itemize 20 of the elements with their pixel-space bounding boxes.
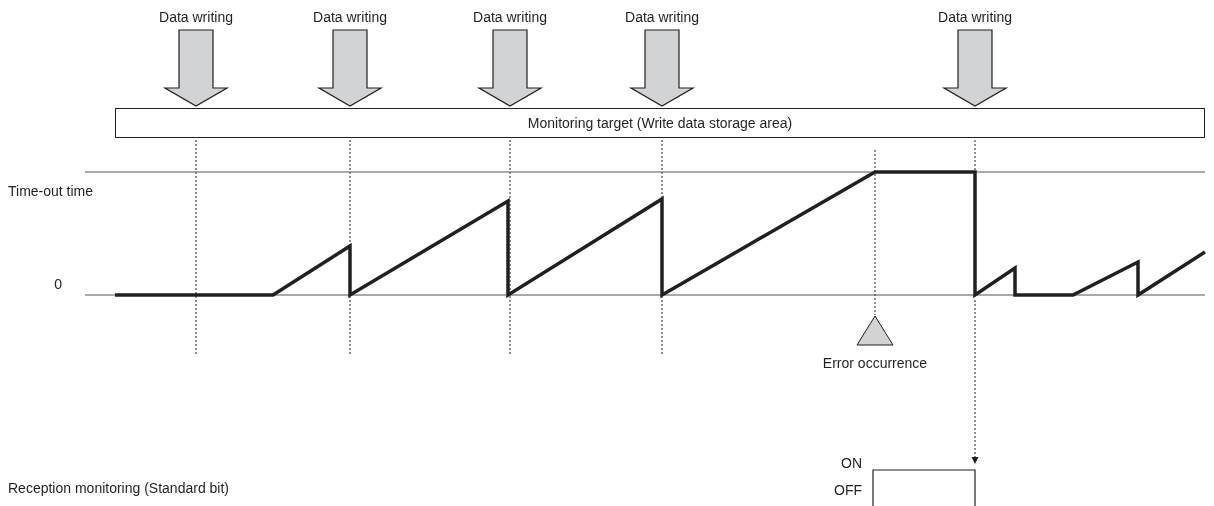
state-label: ON	[841, 455, 862, 471]
axis-label: Time-out time	[8, 183, 94, 199]
event-label: Data writing	[313, 9, 387, 25]
signal-name: Reception monitoring (Standard bit)	[8, 480, 229, 496]
block-arrow	[316, 29, 384, 107]
event-label: Data writing	[938, 9, 1012, 25]
arrow	[971, 299, 979, 465]
event-label: Data writing	[473, 9, 547, 25]
signal-pulse	[872, 469, 976, 506]
block-arrow	[162, 29, 230, 107]
event-label: Error occurrence	[822, 355, 928, 371]
axis-value: 0	[54, 276, 62, 292]
block-arrow	[476, 29, 544, 107]
state-label: OFF	[834, 482, 862, 498]
block-arrow	[941, 29, 1009, 107]
event-label: Data writing	[159, 9, 233, 25]
event-label: Data writing	[625, 9, 699, 25]
bar-label: Monitoring target (Write data storage area)	[527, 115, 793, 131]
block-arrow	[628, 29, 696, 107]
storage-area-bar	[115, 108, 1205, 138]
